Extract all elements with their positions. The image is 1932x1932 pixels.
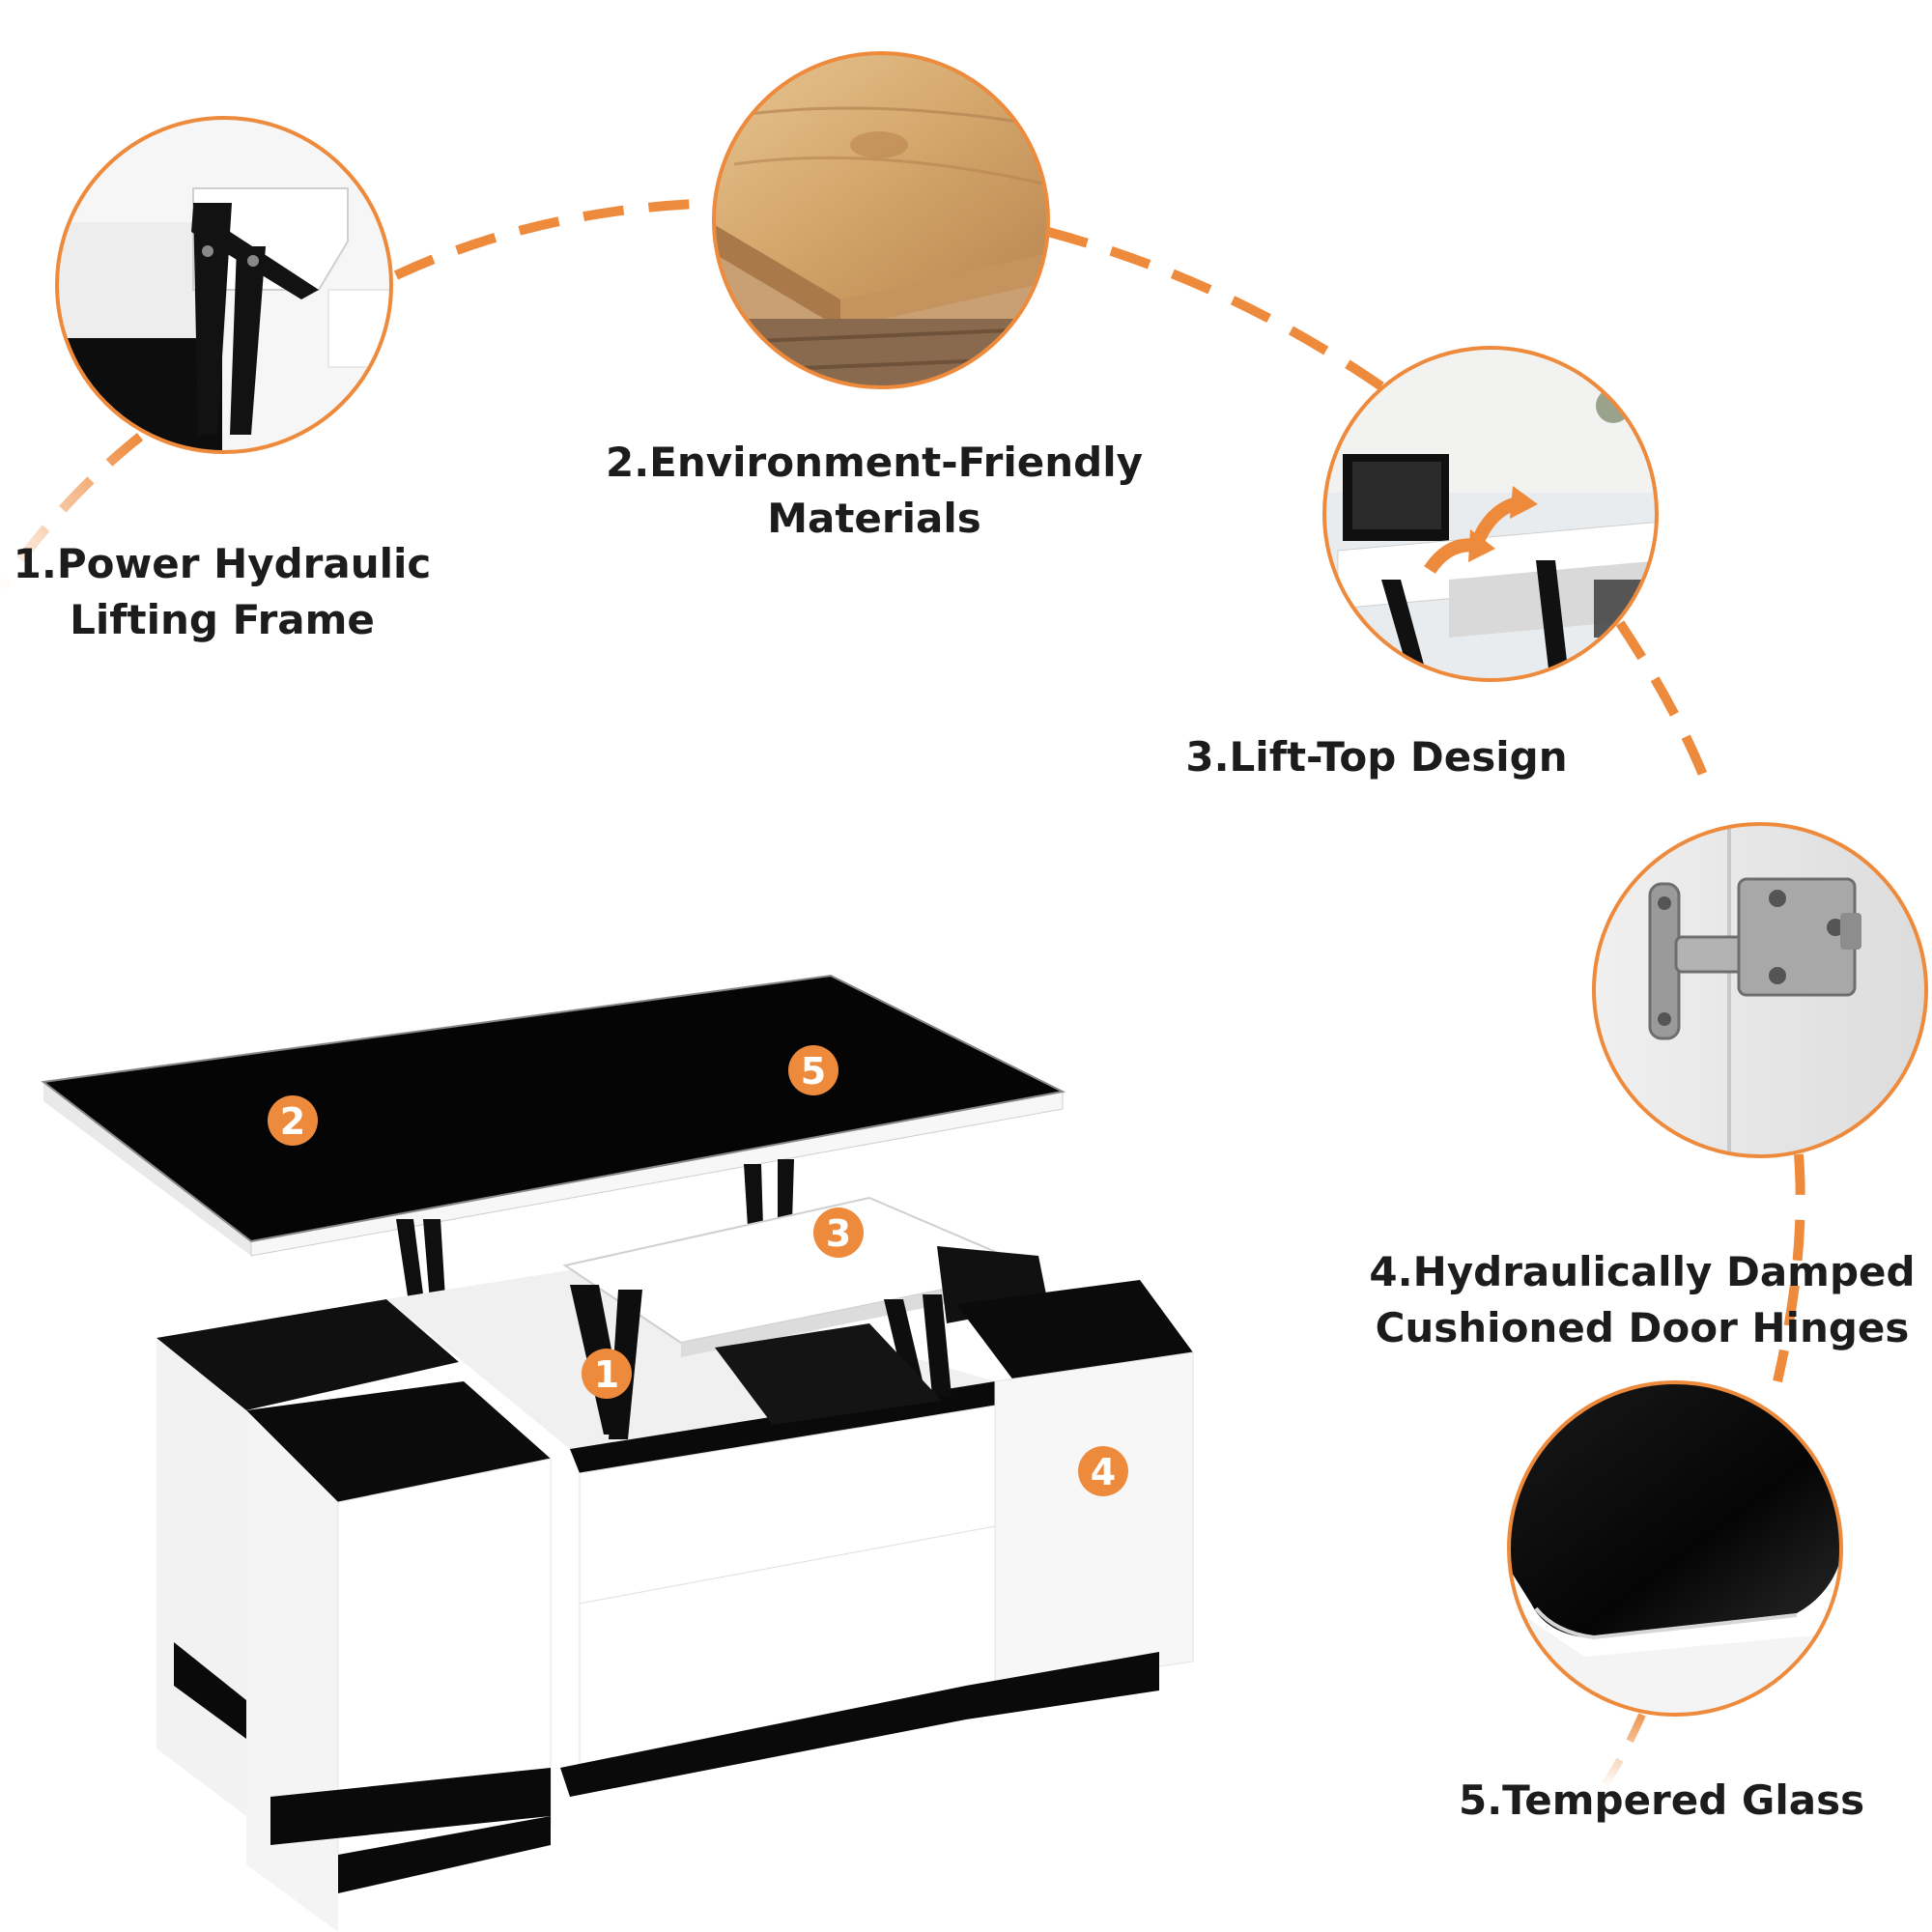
badge-number: 1 <box>594 1353 619 1396</box>
feature-label-line: 2.Environment-Friendly <box>605 439 1143 486</box>
feature-label-materials: 2.Environment-Friendly Materials <box>589 435 1159 547</box>
feature-label-line: Cushioned Door Hinges <box>1375 1304 1910 1351</box>
badge-number: 3 <box>826 1212 851 1255</box>
coffee-table-illustration <box>41 974 1194 1932</box>
feature-label-line: 3.Lift-Top Design <box>1185 733 1568 781</box>
badge-number: 5 <box>801 1050 826 1093</box>
feature-label-line: Lifting Frame <box>70 596 375 643</box>
badge-3: 3 <box>813 1208 864 1258</box>
feature-label-line: 4.Hydraulically Damped <box>1369 1248 1916 1295</box>
fading-connector-left <box>0 433 144 592</box>
feature-label-line: Materials <box>767 495 981 542</box>
hydraulic-frame-photo <box>57 118 391 452</box>
badge-1: 1 <box>582 1349 632 1399</box>
door-hinge-photo <box>1594 824 1926 1156</box>
feature-label-tempered-glass: 5.Tempered Glass <box>1459 1773 1865 1829</box>
feature-label-door-hinges: 4.Hydraulically Damped Cushioned Door Hi… <box>1357 1244 1927 1356</box>
fading-connector-bottom <box>1600 1713 1646 1790</box>
badge-4: 4 <box>1078 1446 1128 1496</box>
feature-label-lift-top: 3.Lift-Top Design <box>1150 729 1604 785</box>
badge-number: 4 <box>1091 1451 1116 1493</box>
feature-label-line: 5.Tempered Glass <box>1459 1776 1865 1824</box>
dashed-connector-arc <box>393 198 1805 1383</box>
badge-5: 5 <box>788 1045 838 1095</box>
badge-2: 2 <box>268 1095 318 1146</box>
feature-label-line: 1.Power Hydraulic <box>13 540 432 587</box>
feature-label-hydraulic-frame: 1.Power Hydraulic Lifting Frame <box>0 536 444 648</box>
badge-number: 2 <box>280 1100 305 1143</box>
